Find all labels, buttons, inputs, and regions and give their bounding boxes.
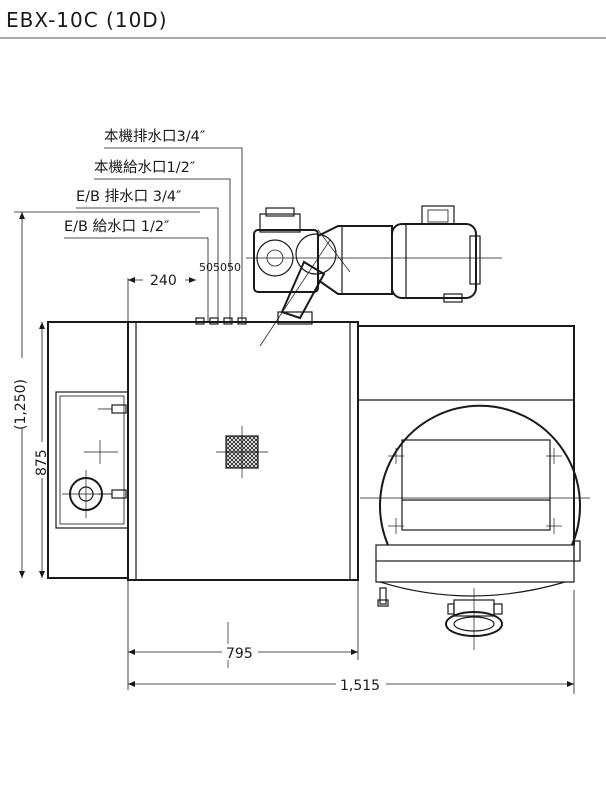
burner-door: [360, 404, 590, 546]
pipe-label-main-drain: 本機排水口3/4″: [104, 128, 206, 145]
pipe-label-eb-drain: E/B 排水口 3/4″: [76, 188, 182, 205]
dimension-795-label: 795: [226, 646, 253, 662]
control-panel: [55, 391, 129, 529]
pipe-label-eb-supply: E/B 給水口 1/2″: [64, 218, 170, 235]
pump-motor-assembly: [246, 205, 502, 347]
pipe-spacing-2: 50: [213, 261, 227, 274]
dimension-795: 795: [127, 580, 359, 690]
dimension-875-label: 875: [34, 449, 50, 476]
dimension-240-label: 240: [150, 273, 177, 289]
bottom-outlet-flange: [377, 587, 503, 650]
dimension-1250: (1,250): [10, 211, 200, 578]
dimension-1515-label: 1,515: [340, 678, 380, 694]
dimension-240: 240: [127, 271, 196, 322]
pipe-spacing-1: 50: [199, 261, 213, 274]
dimension-875: 875: [32, 322, 50, 578]
dimension-1515: 1,515: [128, 590, 575, 694]
centerline-marks: [84, 440, 229, 668]
pipe-labels: 本機排水口3/4″ 本機給水口1/2″ E/B 排水口 3/4″ E/B 給水口…: [64, 128, 206, 235]
drawing-title: EBX-10C (10D): [6, 8, 168, 32]
pipe-label-main-supply: 本機給水口1/2″: [94, 159, 196, 176]
pipe-spacing-3: 50: [227, 261, 241, 274]
dimension-1250-label: (1,250): [13, 379, 29, 430]
inspection-window: [216, 426, 268, 478]
pipe-leader-lines: [64, 147, 243, 322]
gauge-icon: [62, 470, 112, 518]
pipe-spacing-labels: 50 50 50: [199, 261, 241, 274]
